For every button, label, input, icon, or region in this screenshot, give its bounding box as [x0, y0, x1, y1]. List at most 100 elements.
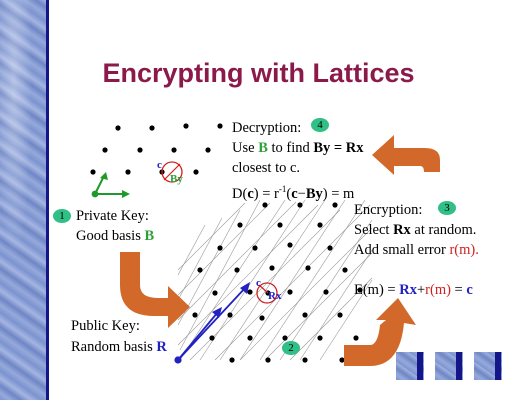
left-strip-divider: [46, 0, 49, 400]
decryption-line-closest: closest to c.: [232, 160, 301, 176]
large-lattice-point: [237, 222, 243, 228]
private-key-basis-symbol: B: [144, 228, 155, 244]
large-lattice-point: [327, 245, 333, 251]
private-key-description: Good basis B: [76, 227, 154, 245]
large-lattice-point: [357, 287, 363, 293]
large-lattice-point: [287, 289, 293, 295]
large-lattice-point: [353, 335, 359, 341]
public-key-description: Random basis R: [71, 338, 167, 356]
formula-part: −: [297, 185, 306, 202]
random-basis-arrowhead: [240, 282, 250, 294]
lattice-grid-line: [177, 202, 271, 296]
good-basis-arrowhead: [122, 190, 130, 198]
small-lattice-point: [125, 169, 131, 175]
arrow-private-to-public: [120, 252, 190, 328]
large-lattice-c-label: c: [256, 277, 261, 289]
formula-part: ) = r: [253, 185, 279, 202]
decryption-basis-symbol: B: [258, 140, 268, 156]
decryption-target-slash: [163, 163, 181, 181]
equation-part: E(m) =: [354, 282, 400, 298]
formula-part: By: [305, 185, 323, 202]
large-lattice-point: [277, 222, 283, 228]
formula-part: c: [291, 185, 298, 202]
lattice-grid-line: [299, 249, 373, 361]
left-decorative-strip: [0, 0, 46, 400]
public-key-basis-text: Random basis: [71, 339, 157, 355]
formula-part: ) = m: [322, 185, 355, 202]
step-2-badge: 2: [282, 341, 300, 355]
decorative-tile-bar: [417, 352, 423, 380]
small-lattice-point: [90, 169, 96, 175]
decryption-equation: By = Rx: [313, 140, 364, 156]
lattice-grid-line: [177, 202, 246, 271]
lattice-grid-line: [179, 199, 286, 361]
process-arrows: [120, 135, 440, 366]
step-3-badge: 3: [438, 201, 456, 215]
slide-title: Encrypting with Lattices: [102, 58, 415, 88]
private-key-basis-text: Good basis: [76, 228, 145, 244]
large-lattice-point: [317, 335, 323, 341]
formula-part: D(: [232, 185, 248, 202]
small-lattice-point: [102, 147, 108, 153]
step-4-badge: 4: [311, 118, 329, 132]
decryption-line-use: Use B to find By = Rx: [232, 139, 364, 157]
lattice-grid-line: [264, 252, 373, 361]
small-lattice-point: [171, 147, 177, 153]
lattice-grid-line: [199, 199, 306, 361]
large-lattice-point: [265, 357, 271, 363]
large-lattice-point: [252, 245, 258, 251]
large-lattice: [174, 199, 373, 364]
large-lattice-point: [302, 312, 308, 318]
large-lattice-point: [217, 245, 223, 251]
decryption-target-circle: [161, 161, 183, 183]
step-1-badge: 1: [53, 209, 71, 223]
encryption-rx-symbol: Rx: [393, 222, 411, 238]
large-lattice-point: [339, 357, 345, 363]
large-lattice-point: [247, 335, 253, 341]
small-lattice-point: [149, 125, 155, 131]
equation-part: =: [450, 282, 467, 298]
large-lattice-point: [234, 267, 240, 273]
small-lattice-point: [137, 147, 143, 153]
large-lattice-point: [305, 265, 311, 271]
encryption-line-error: Add small error r(m).: [354, 241, 479, 259]
lattice-grid-line: [319, 279, 373, 361]
large-lattice-point: [282, 335, 288, 341]
equation-part: Rx: [399, 282, 417, 298]
small-lattice-c-label: c: [157, 159, 162, 171]
lattice-grid-line: [177, 204, 319, 346]
random-basis-vector: [177, 286, 247, 361]
decorative-tile-bar: [456, 352, 462, 380]
large-lattice-point: [317, 222, 323, 228]
large-lattice-point: [297, 202, 303, 208]
equation-part: c: [466, 282, 473, 298]
good-basis-vector: [94, 175, 105, 195]
arrow-encryption-to-decryption: [372, 135, 440, 175]
large-lattice-point: [229, 357, 235, 363]
public-key-label: Public Key:: [71, 318, 140, 334]
encryption-select-post-text: at random.: [410, 222, 477, 238]
large-lattice-point: [192, 312, 198, 318]
encryption-heading: Encryption:: [354, 202, 423, 218]
large-lattice-point: [287, 242, 293, 248]
small-lattice: [90, 123, 223, 198]
small-lattice-by-label: By: [170, 173, 183, 185]
decryption-heading: Decryption:: [232, 120, 302, 136]
large-lattice-point: [197, 267, 203, 273]
encryption-target-circle: [256, 282, 278, 304]
encryption-equation: E(m) = Rx+r(m) = c: [354, 281, 473, 299]
good-basis-arrowhead: [100, 172, 108, 180]
formula-part: (: [286, 185, 292, 202]
encryption-error-line: [258, 284, 269, 294]
lattice-grid-line: [179, 199, 261, 351]
decryption-use-text: Use: [232, 140, 259, 156]
lattice-grid-line: [214, 204, 371, 361]
encryption-select-text: Select: [354, 222, 394, 238]
large-lattice-point: [212, 290, 218, 296]
large-lattice-point: [302, 357, 308, 363]
private-key-label: Private Key:: [76, 208, 149, 224]
lattice-grid-line: [239, 199, 346, 361]
formula-part: c: [247, 185, 254, 202]
